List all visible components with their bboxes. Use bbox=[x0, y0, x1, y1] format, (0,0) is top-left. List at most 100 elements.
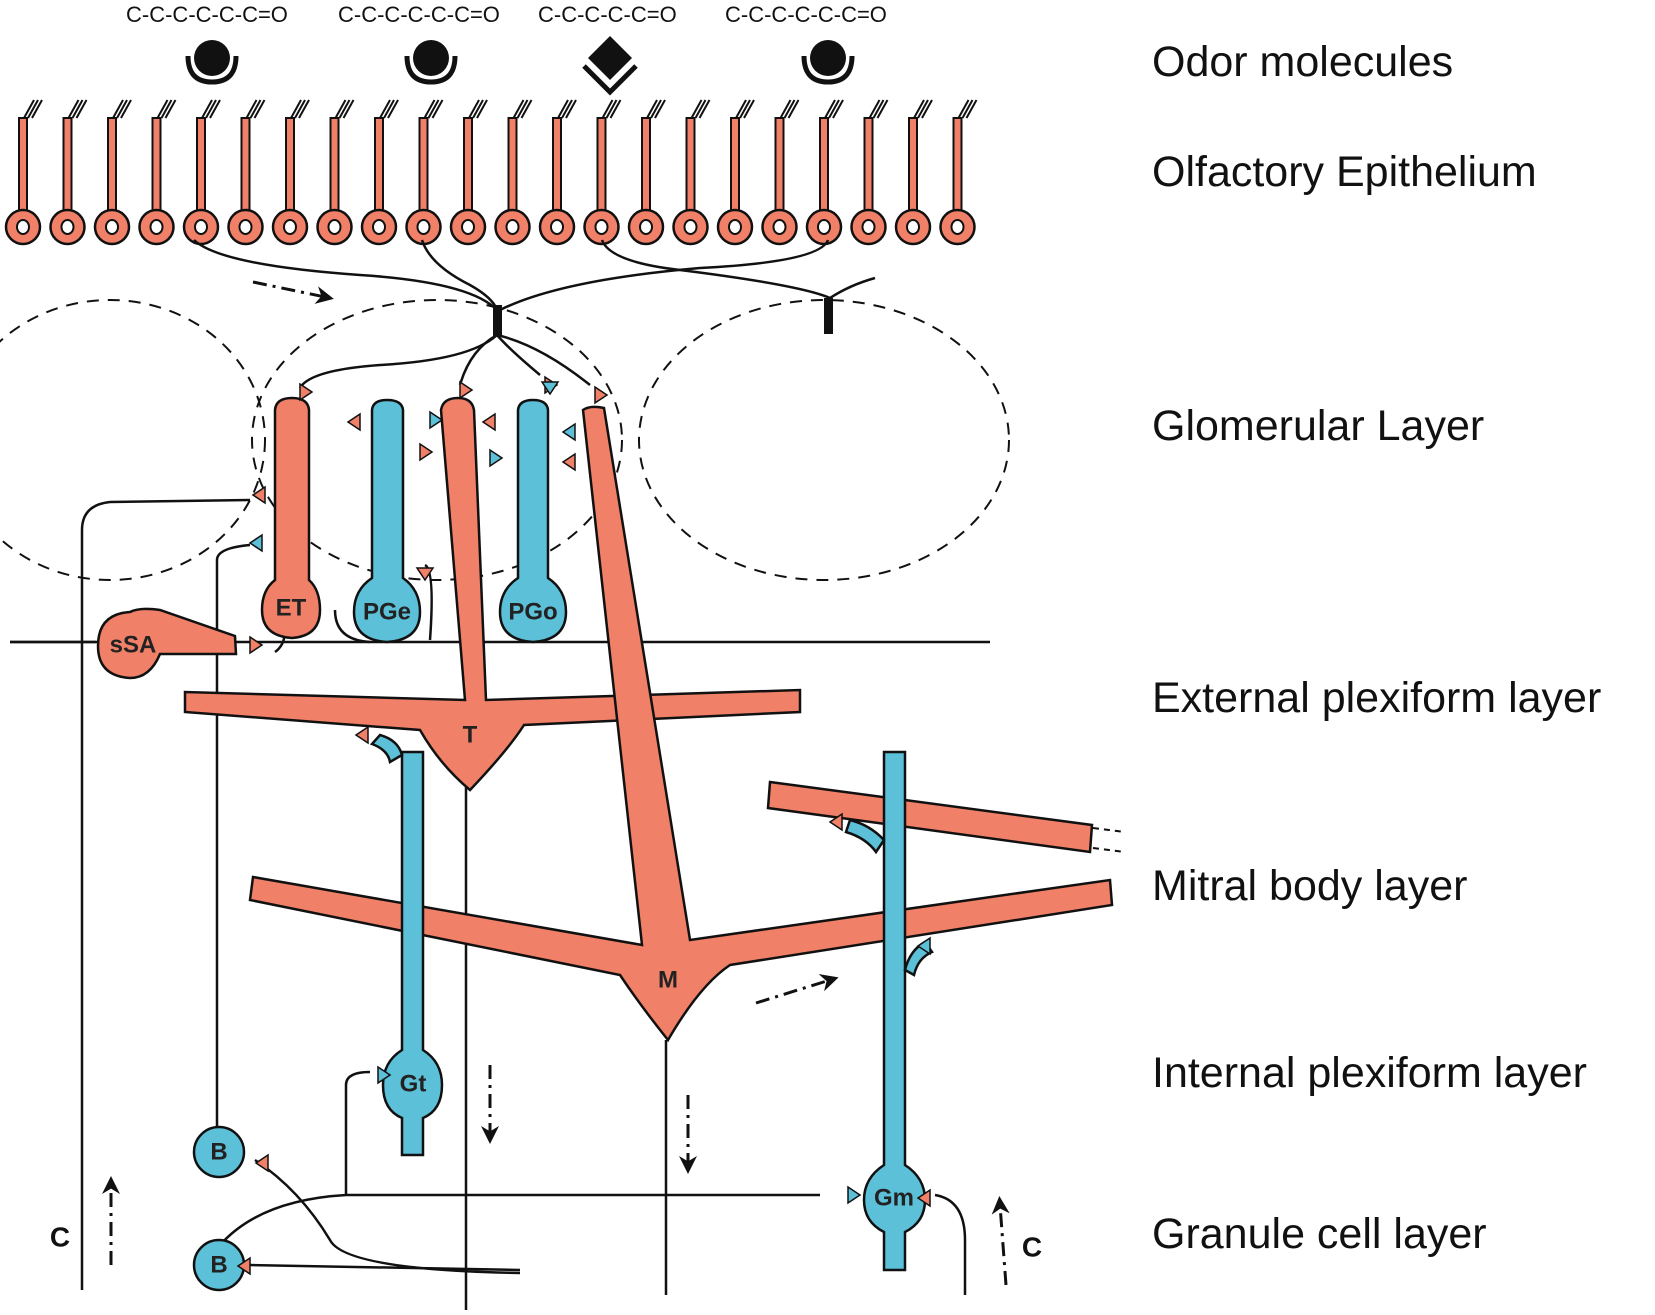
olfactory-neuron bbox=[583, 99, 622, 246]
b-cell-lower-label: B bbox=[210, 1252, 227, 1279]
mitral-cell-label: M bbox=[658, 967, 678, 994]
b-cell-upper-label: B bbox=[210, 1139, 227, 1166]
synapse-terminal bbox=[828, 812, 843, 832]
olfactory-neuron bbox=[405, 99, 444, 246]
ssa-cell-label: sSA bbox=[110, 632, 157, 659]
synapse-terminal bbox=[415, 567, 435, 582]
synapse-terminal bbox=[251, 485, 266, 505]
synapse-terminal bbox=[459, 380, 474, 400]
synapse-terminal bbox=[489, 448, 504, 468]
pgo-cell-label: PGo bbox=[508, 599, 557, 626]
gt-spine bbox=[369, 733, 404, 764]
glomerulus-left bbox=[0, 299, 266, 581]
synapse-terminal bbox=[248, 533, 263, 553]
glomerulus-2-axon-terminal bbox=[824, 298, 833, 334]
gm-spine-upper bbox=[844, 818, 886, 855]
long-axons bbox=[10, 498, 967, 1310]
c-label-left: C bbox=[50, 1222, 70, 1253]
flow-arrow-osn bbox=[252, 280, 334, 304]
synapse-terminal bbox=[916, 936, 931, 956]
synapse-terminal bbox=[354, 725, 369, 745]
formula-3: C-C-C-C-C=O bbox=[538, 2, 677, 27]
synapse-terminal bbox=[481, 412, 496, 432]
synapses bbox=[236, 375, 931, 1276]
olfactory-neuron bbox=[49, 99, 88, 246]
label-olfactory-epithelium: Olfactory Epithelium bbox=[1152, 148, 1537, 196]
synapse-terminal bbox=[540, 381, 560, 396]
b-cell-upper bbox=[192, 1125, 246, 1179]
label-internal-plexiform-layer: Internal plexiform layer bbox=[1152, 1049, 1587, 1097]
synapse-terminal bbox=[429, 410, 444, 430]
olfactory-sensory-neurons bbox=[4, 99, 978, 246]
label-granule-cell-layer: Granule cell layer bbox=[1152, 1210, 1487, 1258]
glomerulus-center bbox=[251, 299, 623, 581]
olfactory-neuron bbox=[494, 99, 533, 246]
formula-4: C-C-C-C-C-C=O bbox=[725, 2, 887, 27]
synapse-terminal bbox=[847, 1185, 862, 1205]
odor-molecules: C-C-C-C-C-C=O C-C-C-C-C-C=O C-C-C-C-C=O … bbox=[126, 2, 887, 96]
pge-cell-label: PGe bbox=[363, 599, 411, 626]
dendrite-continuation bbox=[1092, 827, 1126, 853]
synapse-terminal bbox=[249, 635, 264, 655]
glomerulus-1-axon-terminal bbox=[493, 305, 502, 337]
gm-cell bbox=[862, 750, 927, 1272]
synapse-terminal bbox=[299, 382, 314, 402]
layer-labels: Odor molecules Olfactory Epithelium Glom… bbox=[1152, 38, 1601, 1258]
odorant-4-icon bbox=[810, 40, 846, 76]
synapse-terminal bbox=[254, 1153, 269, 1173]
synapse-terminal bbox=[346, 412, 361, 432]
receptor-4-icon bbox=[801, 55, 855, 85]
mitral-cell bbox=[248, 405, 1114, 1043]
olfactory-neuron bbox=[360, 99, 399, 246]
formula-1: C-C-C-C-C-C=O bbox=[126, 2, 288, 27]
odorant-3-icon bbox=[588, 36, 632, 80]
ssa-cell bbox=[96, 607, 238, 680]
tufted-cell-label: T bbox=[463, 722, 478, 749]
receptor-1-icon bbox=[185, 55, 239, 85]
olfactory-neuron bbox=[138, 99, 177, 246]
odorant-1-icon bbox=[194, 40, 230, 76]
glomerulus-right bbox=[638, 299, 1010, 581]
et-cell bbox=[260, 396, 322, 640]
flow-arrow-mitral-out bbox=[755, 974, 839, 1005]
pgo-cell bbox=[498, 398, 568, 644]
olfactory-neuron bbox=[939, 99, 978, 246]
synapse-terminal bbox=[561, 452, 576, 472]
receptor-3-icon bbox=[582, 64, 638, 96]
olfactory-neuron bbox=[761, 99, 800, 246]
olfactory-neuron bbox=[627, 99, 666, 246]
olfactory-neuron bbox=[93, 99, 132, 246]
label-mitral-body-layer: Mitral body layer bbox=[1152, 862, 1467, 910]
pge-cell bbox=[352, 398, 422, 644]
olfactory-neuron bbox=[716, 99, 755, 246]
gm-cell-label: Gm bbox=[874, 1185, 914, 1212]
odorant-2-icon bbox=[413, 40, 449, 76]
olfactory-neuron bbox=[182, 99, 221, 246]
osn-axons bbox=[193, 239, 876, 389]
olfactory-neuron bbox=[316, 99, 355, 246]
label-external-plexiform-layer: External plexiform layer bbox=[1152, 674, 1601, 722]
mitral-lateral-dendrite bbox=[766, 780, 1094, 854]
flow-arrows bbox=[102, 280, 1010, 1286]
olfactory-neuron bbox=[894, 99, 933, 246]
olfactory-neuron bbox=[672, 99, 711, 246]
label-odor-molecules: Odor molecules bbox=[1152, 38, 1453, 86]
gt-cell-label: Gt bbox=[400, 1071, 427, 1098]
synapse-terminal bbox=[916, 1188, 931, 1208]
et-cell-label: ET bbox=[276, 595, 307, 622]
olfactory-neuron bbox=[805, 99, 844, 246]
c-label-right: C bbox=[1022, 1232, 1042, 1263]
receptor-2-icon bbox=[404, 55, 458, 85]
synapse-terminal bbox=[377, 1065, 392, 1085]
label-glomerular-layer: Glomerular Layer bbox=[1152, 402, 1484, 450]
olfactory-neuron bbox=[271, 99, 310, 246]
synapse-terminal bbox=[236, 1256, 251, 1276]
synapse-terminal bbox=[419, 442, 434, 462]
olfactory-neuron bbox=[538, 99, 577, 246]
olfactory-neuron bbox=[449, 99, 488, 246]
tufted-cell bbox=[183, 396, 802, 792]
formula-2: C-C-C-C-C-C=O bbox=[338, 2, 500, 27]
olfactory-neuron bbox=[227, 99, 266, 246]
glomeruli bbox=[0, 299, 1010, 581]
